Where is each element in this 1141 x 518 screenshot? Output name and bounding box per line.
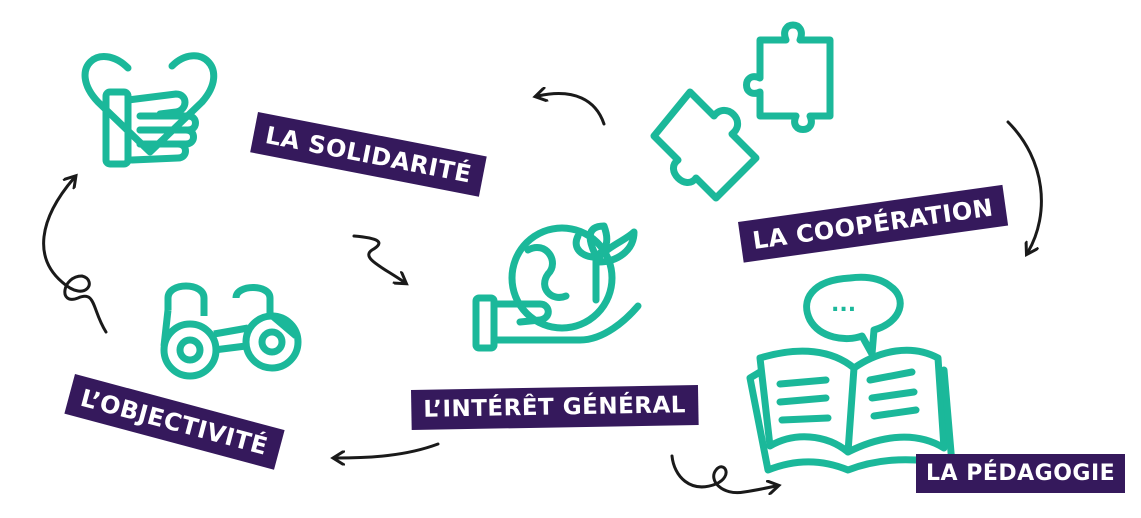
speech-bubble-dots: ... [831,292,856,317]
globe-in-hand-icon [472,222,642,352]
flow-arrows [42,94,1043,493]
label-interet-general-text: L’INTÉRÊT GÉNÉRAL [423,392,687,423]
arrow-to-pedagogie [670,454,776,493]
arrow-objectivite-to-solidarite [42,178,108,334]
binoculars-icon [160,282,302,380]
arrow-cooperation-to-pedagogie [1006,120,1043,252]
label-interet-general: L’INTÉRÊT GÉNÉRAL [411,384,699,430]
arrow-cooperation-to-solidarite [538,94,606,126]
arrow-solidarite-to-interet [352,234,404,282]
puzzle-icon [650,21,834,202]
arrow-interet-to-objectivite [336,442,440,458]
label-pedagogie: LA PÉDAGOGIE [916,454,1126,493]
handshake-heart-icon [81,52,218,168]
label-pedagogie-text: LA PÉDAGOGIE [926,461,1116,486]
